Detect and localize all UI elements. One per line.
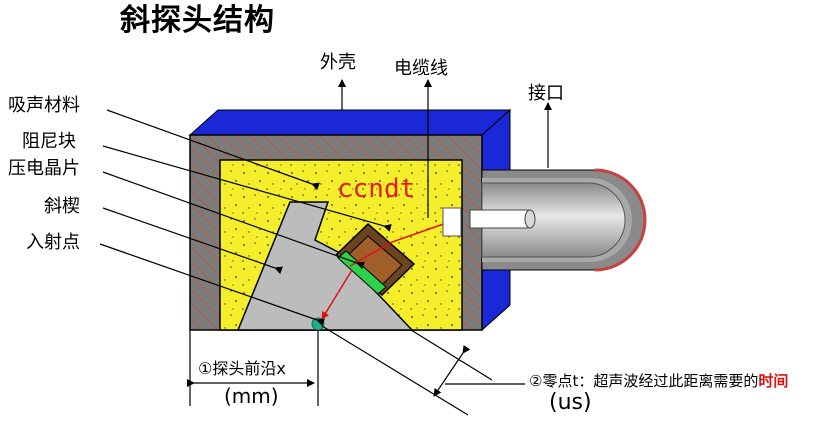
label-wedge: 斜楔 <box>44 196 80 217</box>
zero-point-highlight: 时间 <box>758 372 789 390</box>
zero-point-label: ②零点t：超声波经过此距离需要的时间 <box>529 374 788 389</box>
transducer-element <box>334 222 416 297</box>
label-housing: 外壳 <box>320 52 356 73</box>
zero-point-text: ②零点t：超声波经过此距离需要的 <box>529 372 759 390</box>
dimension-lines <box>187 325 525 416</box>
diagram-title: 斜探头结构 <box>120 3 275 38</box>
front-distance-unit: (mm) <box>224 384 279 408</box>
label-piezo-chip: 压电晶片 <box>8 158 80 179</box>
label-absorber: 吸声材料 <box>8 95 80 116</box>
label-connector: 接口 <box>528 83 564 104</box>
entry-point-dot <box>311 317 325 331</box>
label-damping-block: 阻尼块 <box>22 131 76 152</box>
watermark: 搜狐号@北极星辰 <box>688 394 817 413</box>
front-distance-label: ①探头前沿x <box>198 359 286 378</box>
brand-text: ccndt <box>337 174 416 204</box>
zero-point-unit: (us) <box>549 390 592 415</box>
label-cable: 电缆线 <box>394 58 448 79</box>
connector-plug <box>469 168 647 272</box>
signal-path <box>321 207 462 320</box>
label-entry-point: 入射点 <box>26 232 80 253</box>
leader-lines <box>99 79 552 327</box>
